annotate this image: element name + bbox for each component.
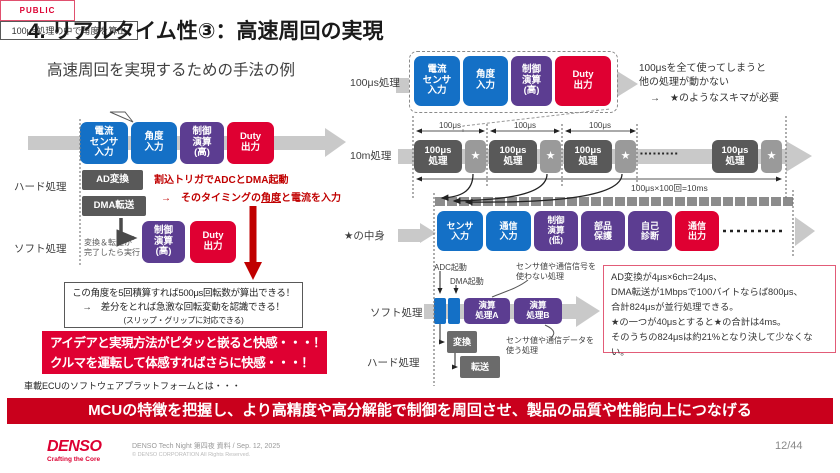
note-line4: ★の一つが40μsとすると★の合計は4ms。: [611, 317, 787, 328]
hook-arrow: [116, 218, 138, 247]
r1-box-current-sensor-input: 電流 センサ 入力: [414, 56, 460, 106]
ellipsis-dots: ▪▪▪▪▪▪▪▪▪: [640, 149, 680, 158]
proc-100us-box-3: 100μs 処理: [564, 140, 612, 173]
soft-process-label: ソフト処理: [14, 243, 67, 255]
row2-label: 10m処理: [350, 150, 392, 162]
note-line2: DMA転送が1Mbpsで100バイトならば800μs、: [611, 287, 803, 298]
row1-arrowhead: [617, 71, 638, 97]
result-box: この角度を5回積算すれば500μs回転数が算出できる！ → 差分をとれば急激な回…: [64, 282, 303, 328]
page-number: 12/44: [775, 440, 803, 452]
r3-box-control-calc-low: 制御 演算 (低): [534, 211, 578, 251]
ad-convert-box: AD変換: [82, 170, 143, 190]
proc-100us-box-4: 100μs 処理: [712, 140, 758, 173]
soft-note: 変換＆転送が 完了したら実行: [84, 238, 140, 258]
result-line2: → 差分をとれば急激な回転変動を認識できる！: [82, 301, 285, 313]
conclusion-banner: MCUの特徴を把握し、より高精度や高分解能で制御を周回させ、製品の品質や性能向上…: [7, 398, 833, 424]
excitement-line2: クルマを運転して体感すればさらに快感・・・！: [50, 356, 314, 370]
r3-box-self-diagnosis: 自己 診断: [628, 211, 672, 251]
row3-label: ★の中身: [344, 230, 385, 242]
trigger-note-line1: 割込トリガでADCとDMA起動: [154, 175, 289, 186]
star-slot-2: ★: [540, 140, 561, 173]
note-line1: AD変換が4μs×6ch=24μs、: [611, 272, 723, 282]
public-badge: PUBLIC: [0, 0, 75, 21]
row3-lead-arrow: [398, 223, 436, 243]
r3-box-sensor-input: センサ 入力: [437, 211, 483, 251]
r3-box-part-protection: 部品 保護: [581, 211, 625, 251]
flow-box-current-sensor-input: 電流 センサ 入力: [80, 122, 128, 164]
result-line1: この角度を5回積算すれば500μs回転数が算出できる！: [72, 288, 295, 299]
callout-tail: [109, 111, 134, 123]
convert-connector: [439, 324, 445, 345]
r3-box-comm-output: 通信 出力: [675, 211, 719, 251]
callout-100us-angle: 100μs処理の中で角度を算出: [0, 21, 138, 40]
excitement-line1: アイデアと実現方法がピタッと嵌ると快感・・・！: [50, 336, 326, 350]
result-line3: (スリップ・グリップに対応できる): [123, 315, 244, 325]
star-slot-4: ★: [761, 140, 782, 173]
star-slot-1: ★: [465, 140, 486, 173]
r3-box-comm-input: 通信 入力: [486, 211, 531, 251]
red-down-arrowhead: [244, 262, 262, 280]
r1-box-duty-output: Duty 出力: [555, 56, 611, 106]
row3-arrowhead: [795, 217, 815, 246]
trigger-note-angle-emphasis: 角度: [261, 193, 281, 204]
r1-note3: → ★のようなスキマが必要: [650, 93, 779, 104]
flow-box-angle-input: 角度 入力: [131, 122, 177, 164]
calc-process-b-box: 演算 処理B: [514, 298, 562, 324]
r-soft-process-label: ソフト処理: [370, 307, 423, 319]
flow-box-control-calc-high: 制御 演算 (高): [180, 122, 224, 164]
soft-box-control-calc-high: 制御 演算 (高): [142, 221, 185, 263]
denso-tagline: Crafting the Core: [47, 456, 101, 463]
dim-label-2: 100μs: [514, 121, 536, 130]
dim-label-3: 100μs: [589, 121, 611, 130]
star-slot-3: ★: [615, 140, 636, 173]
callout-process-b: センサ値や通信データを 使う処理: [506, 336, 594, 356]
footer-copyright: © DENSO CORPORATION All Rights Reserved.: [132, 452, 251, 458]
trigger-note-line2-post: と電流を入力: [281, 193, 341, 204]
dma-start-label: DMA起動: [450, 277, 484, 286]
calc-process-a-box: 演算 処理A: [464, 298, 510, 324]
transfer-connector: [452, 353, 458, 370]
trigger-note-line2-pre: → そのタイミングの: [161, 193, 261, 204]
transfer-box: 転送: [460, 356, 500, 378]
proc-100us-box-1: 100μs 処理: [414, 140, 462, 173]
r-hard-process-label: ハード処理: [367, 357, 420, 369]
flow-box-duty-output: Duty 出力: [227, 122, 274, 164]
convert-box: 変換: [447, 331, 477, 353]
star-curve-1: [440, 173, 474, 201]
r1-note2: 他の処理が動かない: [639, 77, 729, 88]
adc-slot-box: [434, 298, 446, 324]
total-time-label: 100μs×100回=10ms: [628, 182, 711, 194]
dma-slot-box: [448, 298, 460, 324]
excitement-box: アイデアと実現方法がピタッと嵌ると快感・・・！ クルマを運転して体感すればさらに…: [42, 331, 327, 374]
proc-100us-box-2: 100μs 処理: [489, 140, 537, 173]
segmented-time-bar: [435, 197, 795, 206]
row1-label: 100μs処理: [350, 77, 400, 89]
hard-process-label: ハード処理: [14, 181, 67, 193]
note-line5: そのうちの824μsは約21%となり決して少なくない。: [611, 332, 813, 358]
timing-note-box: AD変換が4μs×6ch=24μs、 DMA転送が1Mbpsで100バイトならば…: [603, 265, 836, 357]
note-line3: 合計824μsが並行処理できる。: [611, 302, 739, 313]
denso-logo: DENSO: [47, 438, 102, 455]
soft-box-duty-output: Duty 出力: [190, 221, 236, 263]
r1-box-control-calc-high: 制御 演算 (高): [511, 56, 552, 106]
adc-start-label: ADC起動: [434, 263, 467, 272]
platform-note: 車載ECUのソフトウェアプラットフォームとは・・・: [24, 381, 241, 391]
subtitle: 高速周回を実現するための手法の例: [47, 62, 296, 79]
page-title: 4. リアルタイム性③：高速周回の実現: [28, 20, 384, 43]
r1-note1: 100μsを全て使ってしまうと: [639, 63, 766, 74]
r1-box-angle-input: 角度 入力: [463, 56, 508, 106]
dma-transfer-box: DMA転送: [82, 196, 146, 216]
trigger-note-line2: → そのタイミングの角度と電流を入力: [161, 189, 341, 204]
callout-process-a: センサ値や通信信号を 使わない処理: [516, 262, 596, 282]
dim-label-1: 100μs: [439, 121, 461, 130]
footer-doc-info: DENSO Tech Night 第四夜 資料 / Sep. 12, 2025: [132, 443, 281, 450]
